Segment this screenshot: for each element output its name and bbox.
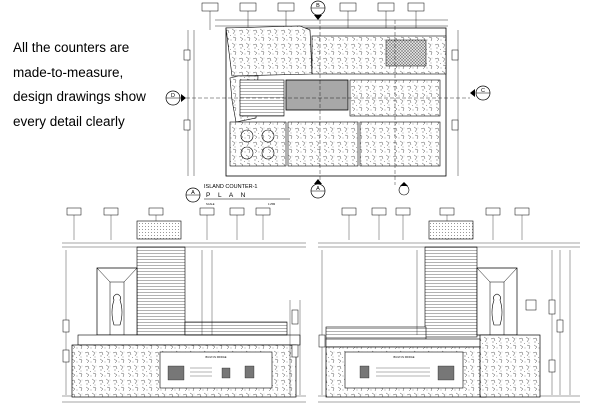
plan-scale-value: 1:25M xyxy=(268,202,275,206)
caption-line-3: design drawings show xyxy=(13,89,146,104)
caption-line-1: All the counters are xyxy=(13,40,130,55)
svg-text:A: A xyxy=(191,190,195,196)
plan-subtitle: P L A N xyxy=(206,192,248,199)
left-vase xyxy=(111,293,123,326)
left-elevation-tags xyxy=(66,207,271,216)
right-vase xyxy=(491,293,503,326)
right-column xyxy=(424,246,478,338)
plan-stone-top xyxy=(225,25,313,77)
caption-line-4: every detail clearly xyxy=(13,113,125,129)
section-marker-b: B xyxy=(310,0,326,20)
plan-title-block: A ISLAND COUNTER-1 P L A N SCALE 1:25M xyxy=(185,184,290,206)
right-fridge-label: BUILT-IN FRIDGE xyxy=(394,355,415,359)
plan-title: ISLAND COUNTER-1 xyxy=(204,184,257,190)
section-marker-a: A xyxy=(310,179,326,199)
right-elevation-tags xyxy=(341,207,530,216)
right-elevation: BUILT-IN FRIDGE xyxy=(318,207,580,403)
caption: All the counters are made-to-measure, de… xyxy=(13,36,173,134)
plan-burners xyxy=(240,129,275,160)
left-column xyxy=(136,246,186,338)
plan-view: B D C A A I xyxy=(165,0,491,206)
caption-line-2: made-to-measure, xyxy=(13,64,124,80)
svg-text:C: C xyxy=(481,88,485,94)
plan-scale-label: SCALE xyxy=(206,202,215,206)
left-elevation: BUILT-IN FRIDGE xyxy=(62,207,306,403)
section-marker-c: C xyxy=(470,85,491,101)
left-fridge-label: BUILT-IN FRIDGE xyxy=(206,355,227,359)
plan-grate xyxy=(385,39,427,67)
svg-text:B: B xyxy=(316,3,320,9)
svg-text:A: A xyxy=(316,186,320,192)
plan-top-tags xyxy=(201,2,425,12)
section-marker-d: D xyxy=(165,90,186,106)
plan-sink xyxy=(285,79,349,111)
svg-text:D: D xyxy=(171,93,175,99)
